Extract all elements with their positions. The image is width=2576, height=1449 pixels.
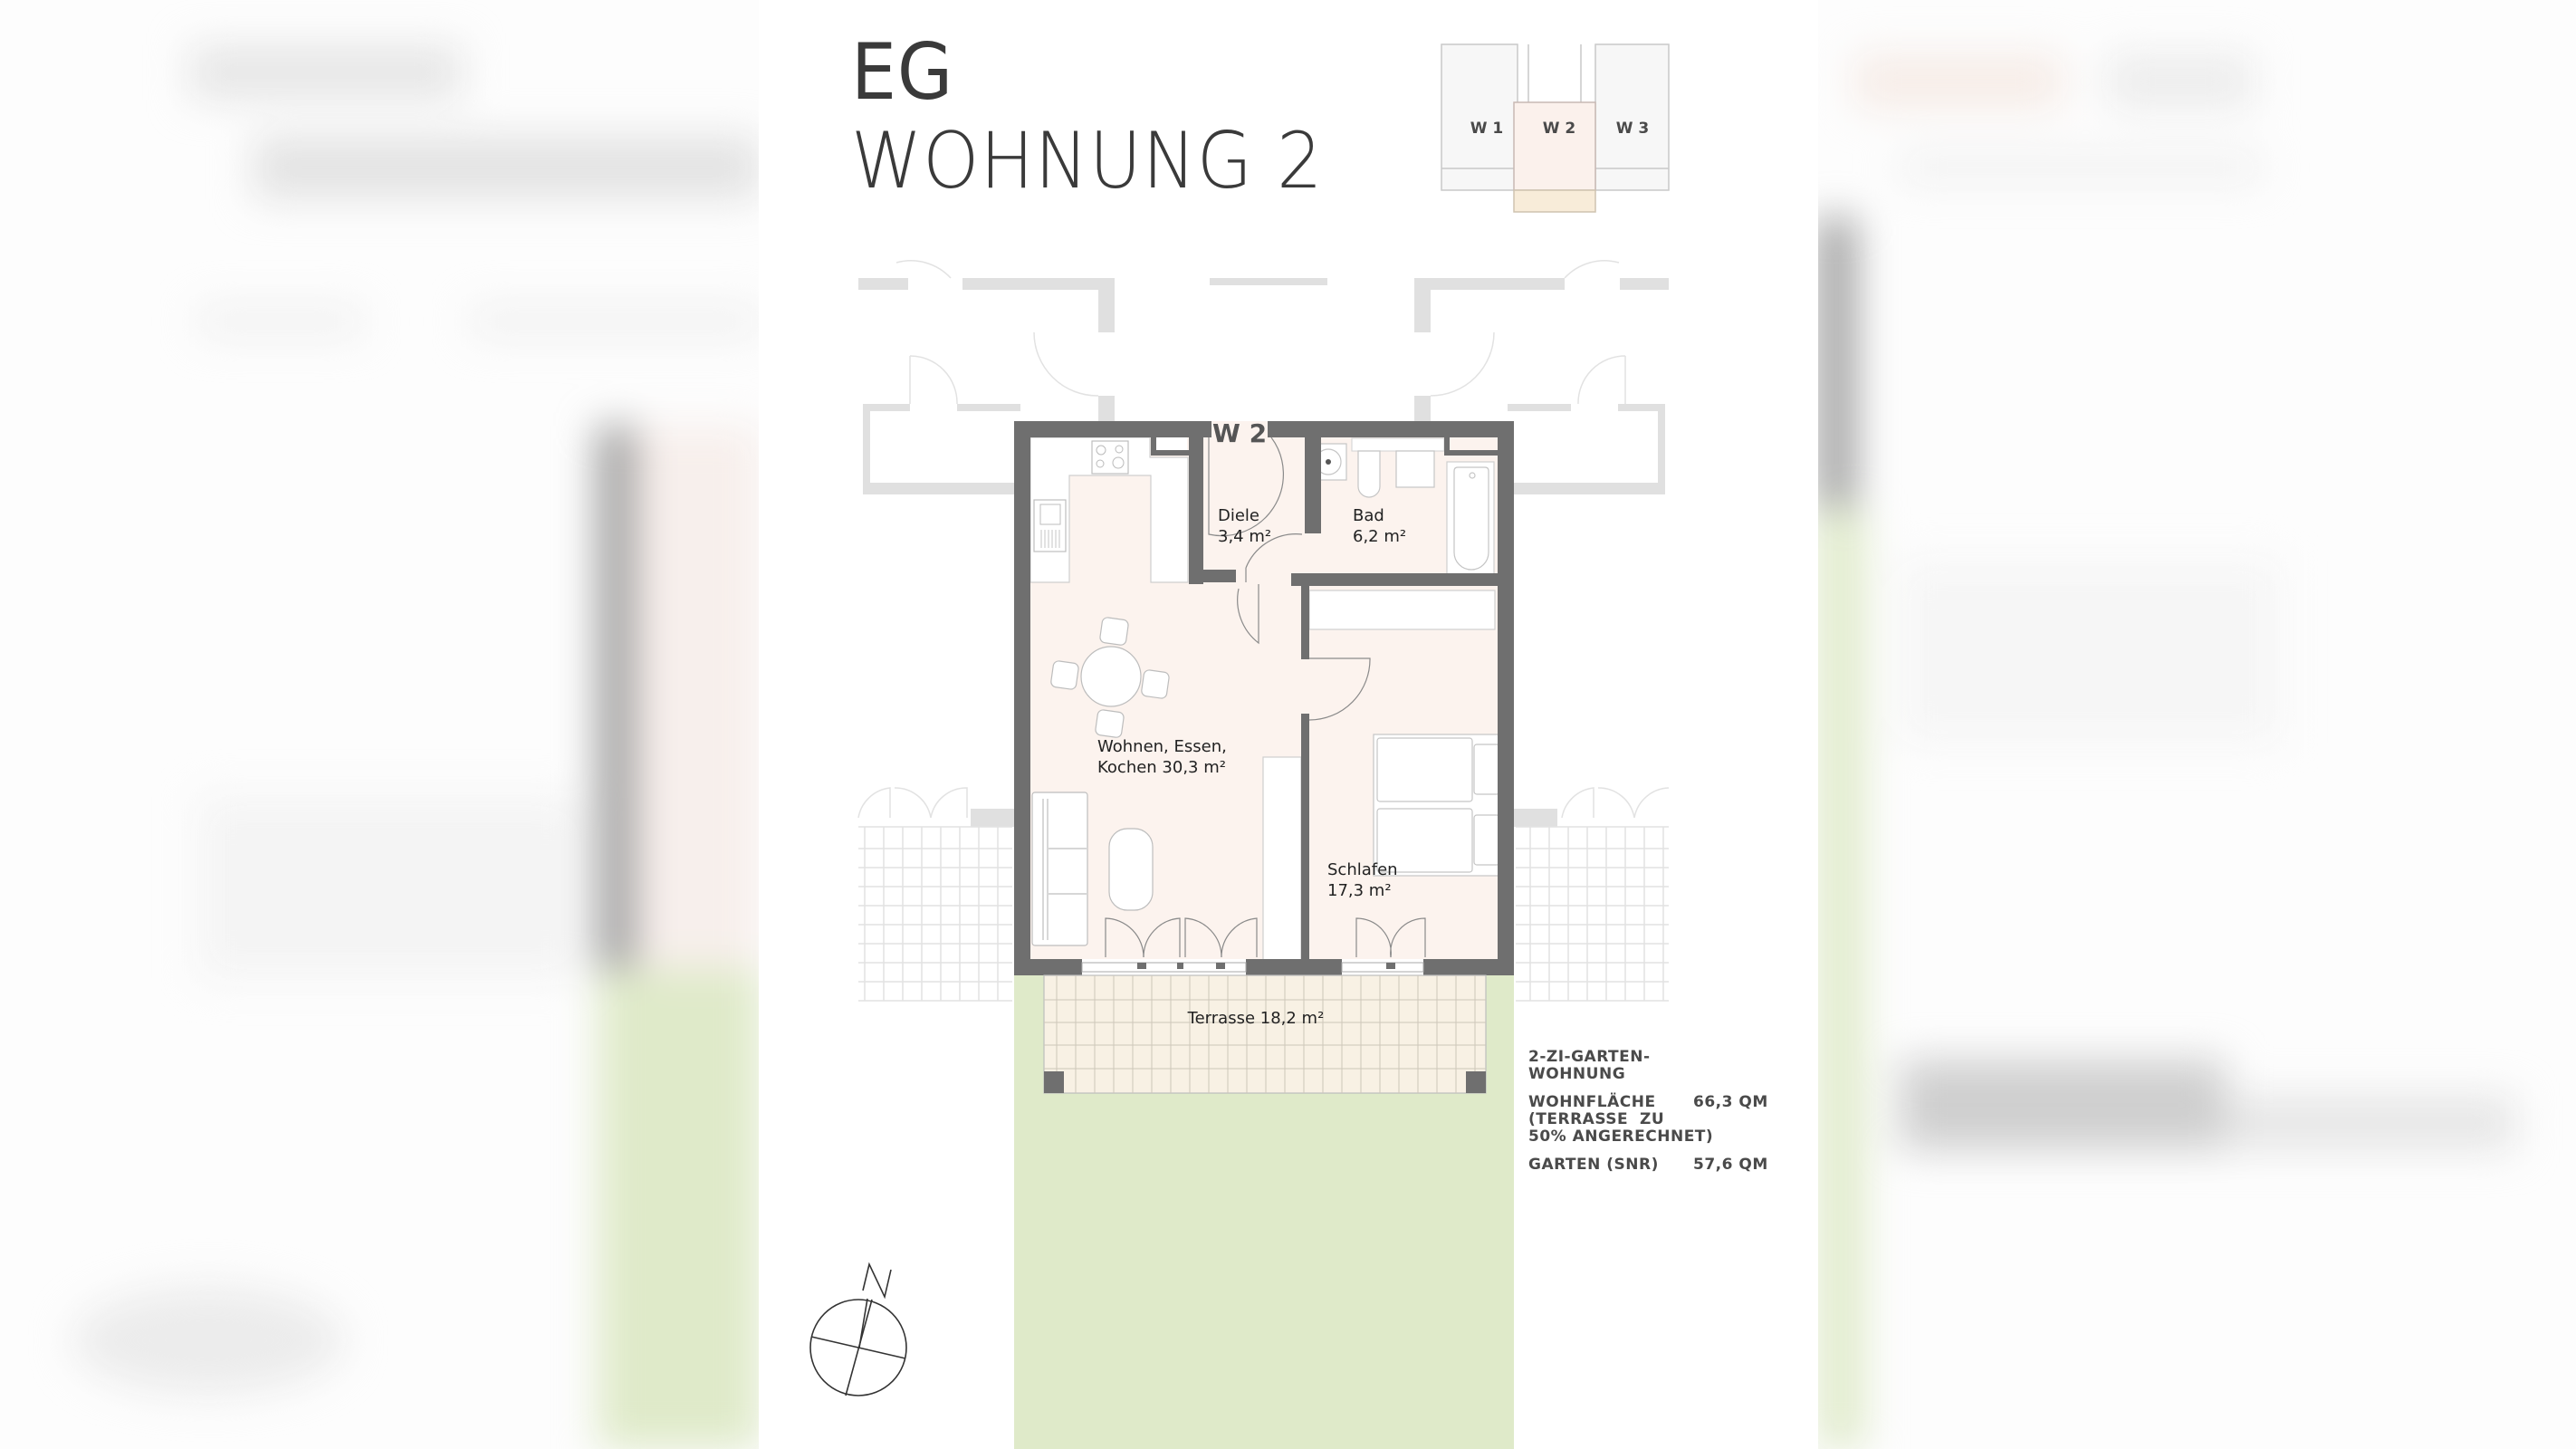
wardrobe-icon — [1308, 590, 1496, 630]
room-area-schlafen: 17,3 m² — [1327, 881, 1392, 900]
terrace-note-line1: (TERRASSE ZU — [1528, 1110, 1665, 1128]
neighbor-terrace-left — [857, 787, 1012, 1002]
room-label-wohnen: Wohnen, Essen, — [1097, 737, 1227, 756]
cabinet-icon — [1262, 756, 1302, 962]
unit-type-line1: 2-ZI-GARTEN- — [1528, 1048, 1651, 1066]
keyplan-w3-label: W 3 — [1616, 120, 1650, 138]
terrace — [1043, 974, 1487, 1094]
north-arrow-icon — [809, 1262, 907, 1396]
neighbor-units — [858, 278, 1669, 827]
garten-label: GARTEN (SNR) — [1528, 1156, 1659, 1174]
cabinet-icon — [1395, 450, 1435, 488]
kitchen — [1029, 437, 1189, 583]
blurred-background-left — [0, 0, 759, 1449]
walls — [1014, 421, 1514, 975]
keyplan: W 1 W 2 W 3 — [1441, 43, 1670, 213]
terrace-column-right — [1466, 1071, 1486, 1093]
wohnflaeche-value: 66,3 QM — [1693, 1093, 1768, 1111]
bathroom-fixtures — [1309, 437, 1495, 576]
door-swings — [1105, 437, 1426, 958]
terrace-column-left — [1044, 1071, 1064, 1093]
bed-icon — [1373, 734, 1503, 877]
room-label-diele: Diele — [1218, 506, 1259, 525]
dining-table-icon — [1050, 617, 1170, 738]
room-area-wohnen: Kochen 30,3 m² — [1097, 758, 1226, 777]
room-area-diele: 3,4 m² — [1218, 527, 1271, 546]
keyplan-w2-highlight — [1513, 101, 1596, 191]
floor-title: EG — [851, 27, 954, 118]
unit-type-line2: WOHNUNG — [1528, 1065, 1626, 1083]
room-label-schlafen: Schlafen — [1327, 860, 1398, 879]
wohnflaeche-label: WOHNFLÄCHE — [1528, 1093, 1656, 1111]
sink-icon — [1033, 499, 1067, 552]
unit-info: 2-ZI-GARTEN- WOHNUNG WOHNFLÄCHE 66,3 QM … — [1528, 1049, 1768, 1174]
window-sills — [1081, 962, 1424, 973]
neighbor-terrace-right — [1516, 787, 1670, 1002]
unit-title: WOHNUNG 2 — [851, 116, 1324, 206]
sofa-icon — [1031, 792, 1088, 946]
room-label-terrasse: Terrasse 18,2 m² — [1187, 1009, 1325, 1028]
blurred-background-right — [1818, 0, 2576, 1449]
unit-tag: W 2 — [1212, 418, 1267, 448]
cooktop-icon — [1091, 440, 1129, 475]
garten-value: 57,6 QM — [1693, 1156, 1768, 1174]
room-area-bad: 6,2 m² — [1353, 527, 1406, 546]
room-label-bad: Bad — [1353, 506, 1384, 525]
keyplan-w1-label: W 1 — [1470, 120, 1504, 138]
terrace-note-line2: 50% ANGERECHNET) — [1528, 1128, 1714, 1146]
keyplan-w2-label: W 2 — [1543, 120, 1576, 138]
coffee-table-icon — [1108, 828, 1154, 911]
toilet-icon — [1357, 450, 1381, 498]
